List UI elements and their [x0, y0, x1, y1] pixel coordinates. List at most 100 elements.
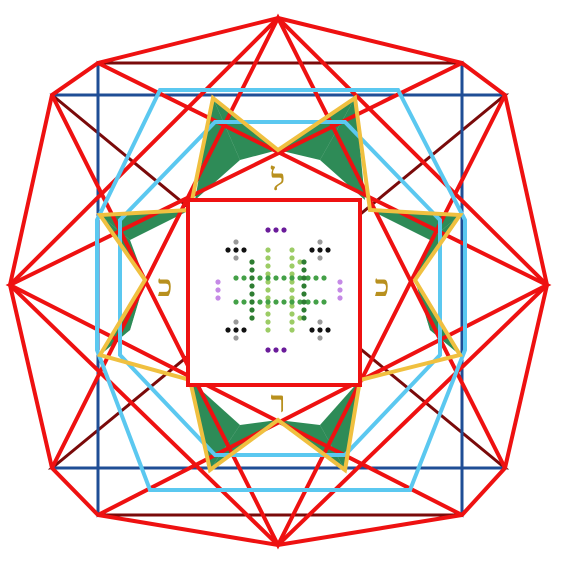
gray-dot: [317, 335, 323, 341]
glyph-left: כ: [158, 269, 173, 304]
green-dot: [249, 307, 255, 313]
red-frame-lines-2: [5, 61, 463, 517]
green-dot: [241, 299, 247, 305]
black-dot: [241, 327, 247, 333]
black-dot: [233, 327, 239, 333]
green-dot: [289, 247, 295, 253]
lavender-dot: [215, 295, 221, 301]
green-dot: [265, 271, 271, 277]
green-dot: [301, 315, 307, 321]
black-dot: [225, 327, 231, 333]
purple-dot: [281, 227, 287, 233]
green-triangle: [190, 380, 240, 470]
black-dot: [317, 247, 323, 253]
green-dot: [301, 275, 307, 281]
green-dot: [233, 299, 239, 305]
glyph-top: ל: [270, 163, 285, 198]
black-dot: [309, 247, 315, 253]
green-dot: [289, 287, 295, 293]
green-dot: [241, 275, 247, 281]
green-dot: [281, 299, 287, 305]
green-dot: [265, 255, 271, 261]
green-dot: [265, 295, 271, 301]
purple-dot: [273, 227, 279, 233]
green-dot: [233, 275, 239, 281]
gray-dot: [233, 335, 239, 341]
black-dot: [225, 247, 231, 253]
gray-dot: [233, 239, 239, 245]
purple-dot: [265, 227, 271, 233]
purple-dot: [281, 347, 287, 353]
green-dot: [265, 319, 271, 325]
green-dot: [281, 275, 287, 281]
green-dot: [265, 303, 271, 309]
green-dot: [249, 267, 255, 273]
green-dot: [289, 263, 295, 269]
lavender-dot: [337, 287, 343, 293]
green-dot: [301, 283, 307, 289]
green-dot: [305, 275, 311, 281]
green-dot: [273, 299, 279, 305]
gray-dot: [317, 319, 323, 325]
green-dot: [301, 259, 307, 265]
gold-star-outline: [96, 94, 464, 474]
green-dot: [297, 259, 303, 265]
green-dot: [313, 275, 319, 281]
red-frame-lines-4: [50, 13, 507, 469]
green-dot: [249, 299, 255, 305]
green-dot: [321, 299, 327, 305]
black-dot: [325, 247, 331, 253]
green-dot: [257, 299, 263, 305]
green-dot: [265, 275, 271, 281]
gray-dot: [317, 239, 323, 245]
lavender-dot: [337, 279, 343, 285]
light-blue-octagon-outer: [95, 88, 467, 492]
green-dot: [249, 315, 255, 321]
green-dot: [265, 247, 271, 253]
green-dot: [249, 291, 255, 297]
red-frame-lines: [97, 61, 552, 517]
green-dot: [289, 311, 295, 317]
green-dot: [265, 311, 271, 317]
green-dot: [301, 299, 307, 305]
green-dot: [297, 275, 303, 281]
green-dot: [257, 275, 263, 281]
green-triangle: [195, 98, 240, 200]
lavender-dot: [337, 295, 343, 301]
green-dot: [289, 327, 295, 333]
purple-dot: [273, 347, 279, 353]
green-dot: [305, 299, 311, 305]
green-dot: [265, 327, 271, 333]
center-square: [186, 198, 362, 387]
gray-dot: [233, 255, 239, 261]
green-dot: [289, 271, 295, 277]
center-dot-pattern: [215, 227, 343, 353]
green-dot: [289, 299, 295, 305]
green-dot: [297, 299, 303, 305]
green-dot: [289, 279, 295, 285]
black-dot: [241, 247, 247, 253]
green-dot: [249, 283, 255, 289]
green-dot: [289, 319, 295, 325]
green-dot: [301, 267, 307, 273]
lavender-dot: [215, 287, 221, 293]
glyph-right: כ: [375, 269, 390, 304]
green-dot: [289, 295, 295, 301]
black-dot: [325, 327, 331, 333]
green-dot: [273, 275, 279, 281]
green-dot: [301, 307, 307, 313]
glyph-bottom: ר: [271, 385, 286, 420]
green-dot: [289, 255, 295, 261]
green-dot: [297, 315, 303, 321]
green-dot: [313, 299, 319, 305]
gray-dot: [233, 319, 239, 325]
green-dot: [289, 275, 295, 281]
gray-dot: [317, 255, 323, 261]
red-frame-lines-3: [50, 94, 507, 550]
green-dot: [265, 299, 271, 305]
green-dot: [249, 275, 255, 281]
lavender-dot: [215, 279, 221, 285]
black-dot: [233, 247, 239, 253]
green-dot: [289, 303, 295, 309]
